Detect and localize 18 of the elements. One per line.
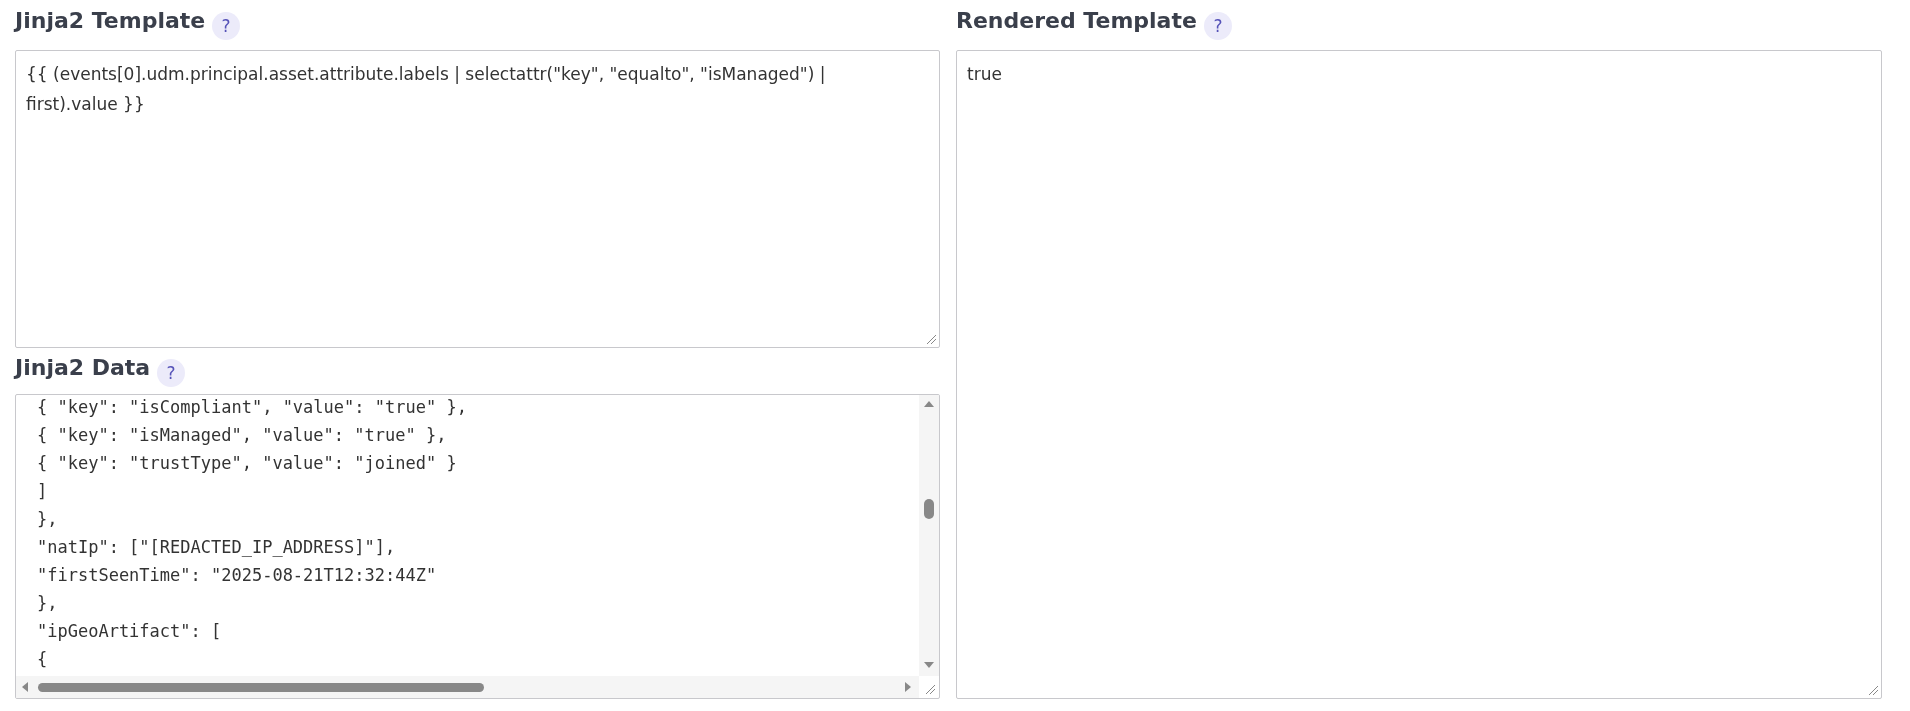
code-line: }, (37, 509, 58, 529)
code-line: }, (37, 593, 58, 613)
code-line: { "key": "isCompliant", "value": "true" }, (37, 397, 467, 417)
section-heading: Jinja2 Template (15, 8, 206, 33)
code-line: ] (37, 481, 48, 501)
section-heading: Jinja2 Data (15, 355, 151, 380)
code-line: { (37, 649, 48, 669)
code-line: "natIp": ["[REDACTED_IP_ADDRESS]"], (37, 537, 396, 557)
help-button: ? (157, 359, 185, 387)
code-line: { "key": "trustType", "value": "joined" } (37, 453, 457, 473)
template-text: {{ (events[0].udm.principal.asset.attribute.labels | selectattr("key", "equalto", "isManaged") | first).value }} (26, 63, 827, 116)
help-button: ? (1204, 12, 1232, 40)
code-line: "ipGeoArtifact": [ (37, 621, 222, 641)
code-line: "firstSeenTime": "2025-08-21T12:32:44Z" (37, 565, 437, 585)
help-button: ? (212, 12, 240, 40)
code-line: { "key": "isManaged", "value": "true" }, (37, 425, 447, 445)
output-text: true (967, 63, 1003, 86)
section-heading: Rendered Template (956, 8, 1197, 33)
